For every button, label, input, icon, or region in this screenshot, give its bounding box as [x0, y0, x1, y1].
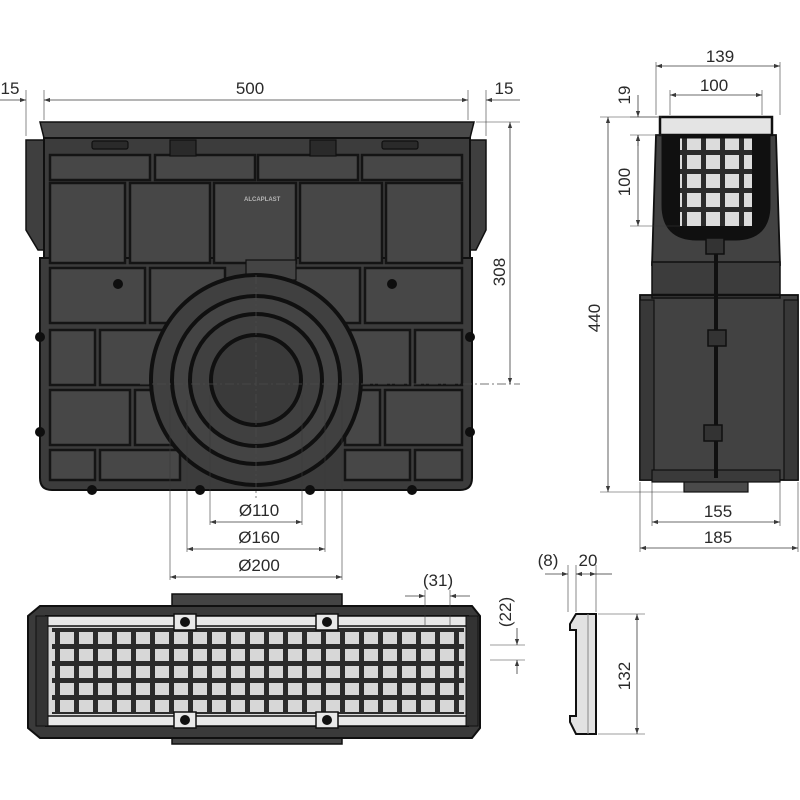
side-lower-body: [639, 294, 799, 481]
screw-holes: [35, 279, 475, 495]
side-grate: [658, 115, 774, 137]
dim-grate-overhang-8: (8): [538, 551, 559, 570]
grate-section-dimensions: (8) 20 132: [538, 551, 645, 735]
dim-grate-width-100: 100: [700, 76, 728, 95]
brick-pattern: [48, 153, 464, 482]
dim-diameter-200: Ø200: [238, 556, 280, 575]
grate-section: [569, 613, 597, 735]
dim-width-500: 500: [236, 79, 264, 98]
left-flange: [25, 139, 47, 251]
dim-left-flange: 15: [1, 79, 20, 98]
front-dimensions: 500 15 15 308 Ø110 Ø160 Ø200: [0, 79, 520, 580]
front-top-rim: [39, 121, 475, 139]
dim-top-width-139: 139: [706, 47, 734, 66]
dim-height-308: 308: [490, 258, 509, 286]
dim-slot-spacing-31: (31): [423, 571, 453, 590]
side-view: [639, 115, 799, 493]
dim-right-flange: 15: [495, 79, 514, 98]
top-fixing-screws: [173, 613, 339, 729]
dim-grate-height-132: 132: [615, 662, 634, 690]
side-dimensions: 139 100 19 100 440 155 185: [585, 47, 799, 552]
dim-grate-thickness-20: 20: [579, 551, 598, 570]
top-dimensions: (31) (22): [405, 571, 525, 674]
grate-profile: [569, 613, 597, 735]
top-view: [27, 593, 481, 745]
dim-grate-thickness-19: 19: [615, 86, 634, 105]
dim-diameter-160: Ø160: [238, 528, 280, 547]
brand-logo: ALCAPLAST: [244, 197, 281, 203]
front-view: ALCAPLAST: [25, 121, 520, 498]
dim-bar-spacing-22: (22): [496, 597, 515, 627]
dim-bottom-outer-185: 185: [704, 528, 732, 547]
dim-diameter-110: Ø110: [239, 501, 279, 520]
dim-bottom-inner-155: 155: [704, 502, 732, 521]
dim-basket-depth-100: 100: [615, 168, 634, 196]
dim-total-height-440: 440: [585, 304, 604, 332]
